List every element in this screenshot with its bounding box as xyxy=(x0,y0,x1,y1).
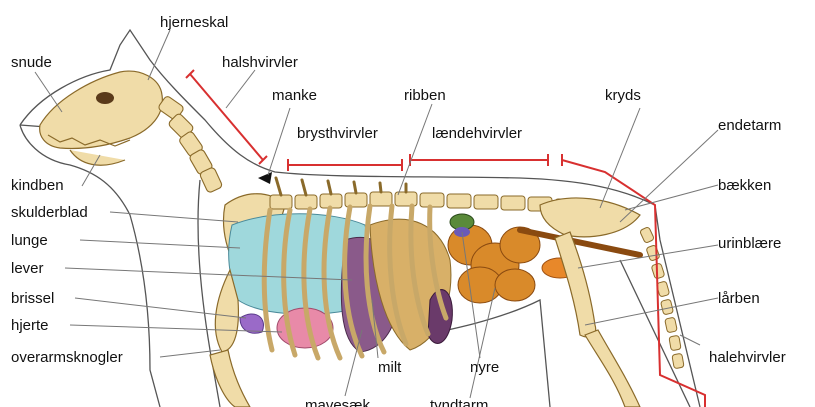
label-laendehvirvler: lændehvirvler xyxy=(432,125,522,142)
label-overarmsknogler: overarmsknogler xyxy=(11,349,123,366)
label-laarben: lårben xyxy=(718,290,760,307)
femur xyxy=(555,232,596,337)
label-baekken: bækken xyxy=(718,177,771,194)
label-skulderblad: skulderblad xyxy=(11,204,88,221)
spine xyxy=(270,192,579,213)
label-snude: snude xyxy=(11,54,52,71)
label-ribben: ribben xyxy=(404,87,446,104)
skull xyxy=(40,71,163,165)
label-kryds: kryds xyxy=(605,87,641,104)
label-halehvirvler: halehvirvler xyxy=(709,349,786,366)
label-brissel: brissel xyxy=(11,290,54,307)
tibia xyxy=(585,330,640,407)
label-kindben: kindben xyxy=(11,177,64,194)
label-hjerte: hjerte xyxy=(11,317,49,334)
label-lever: lever xyxy=(11,260,44,277)
label-nyre: nyre xyxy=(470,359,499,376)
label-hjerneskal: hjerneskal xyxy=(160,14,228,31)
label-manke: manke xyxy=(272,87,317,104)
label-urinblaere: urinblære xyxy=(718,235,781,252)
label-lunge: lunge xyxy=(11,232,48,249)
label-halshvirvler: halshvirvler xyxy=(222,54,298,71)
label-milt: milt xyxy=(378,359,402,376)
label-tyndtarm: tyndtarm xyxy=(430,397,488,407)
cervical-vertebrae xyxy=(157,95,222,193)
label-endetarm: endetarm xyxy=(718,117,781,134)
label-mavesaek: mavesæk xyxy=(305,397,371,407)
label-brysthvirvler: brysthvirvler xyxy=(297,125,378,142)
manke-marker xyxy=(258,172,272,184)
